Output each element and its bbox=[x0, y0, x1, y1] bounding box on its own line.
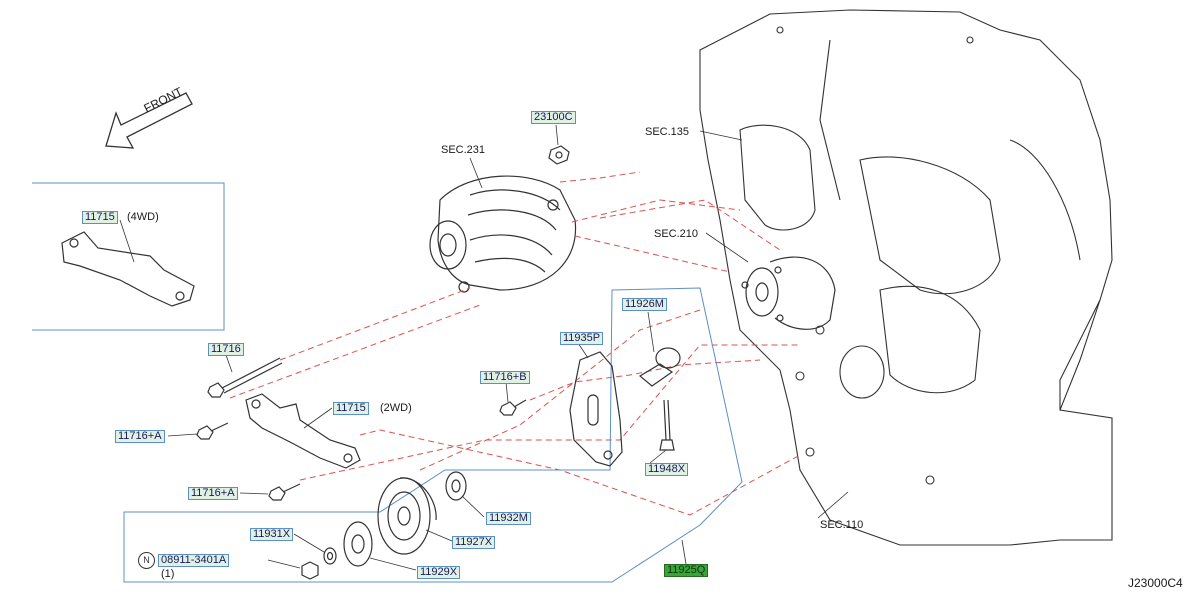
bolt-11716-drawing bbox=[207, 357, 283, 398]
bolt-11948X-drawing bbox=[659, 399, 675, 451]
part-11935P-label[interactable]: 11935P bbox=[560, 332, 604, 345]
part-11715-2wd-label[interactable]: 11715 bbox=[333, 402, 369, 415]
cover-11929X-drawing bbox=[343, 521, 373, 567]
bolt-11716A-1-drawing bbox=[196, 422, 229, 440]
part-23100C-label[interactable]: 23100C bbox=[531, 111, 576, 124]
front-arrow-icon bbox=[105, 92, 193, 149]
bolt-11716A-2-drawing bbox=[268, 483, 301, 501]
tensioner-assembly-outline bbox=[123, 287, 743, 583]
leader-11715-4wd bbox=[119, 219, 135, 263]
leader-sec135 bbox=[699, 130, 743, 141]
leader-11716B bbox=[505, 381, 509, 403]
leader-11925Q bbox=[681, 539, 687, 565]
part-11931X-label[interactable]: 11931X bbox=[250, 528, 294, 541]
inset-box-4wd bbox=[32, 182, 225, 331]
leader-11716A-2 bbox=[239, 492, 269, 495]
leader-11948X bbox=[649, 449, 667, 464]
alternator-drawing bbox=[429, 175, 577, 293]
part-11716B-label[interactable]: 11716+B bbox=[480, 371, 530, 384]
part-11932M-label[interactable]: 11932M bbox=[486, 512, 531, 525]
leader-11926M bbox=[647, 311, 655, 353]
part-11716-label[interactable]: 11716 bbox=[208, 343, 244, 356]
note-4wd: (4WD) bbox=[127, 211, 159, 223]
phantom-lines bbox=[229, 171, 801, 516]
leader-sec231 bbox=[469, 157, 483, 189]
part-11929X-label[interactable]: 11929X bbox=[417, 566, 461, 579]
diagram-id: J23000C4 bbox=[1128, 576, 1183, 590]
part-11948X-label[interactable]: 11948X bbox=[645, 463, 689, 476]
leader-11932M bbox=[461, 495, 485, 518]
leader-11935P bbox=[577, 342, 589, 359]
sec135-label: SEC.135 bbox=[645, 126, 690, 138]
bracket-11715-2wd-drawing bbox=[245, 393, 361, 469]
quantity-note: (1) bbox=[161, 568, 175, 580]
leader-08911 bbox=[267, 559, 301, 569]
engine-cover-drawing bbox=[699, 9, 1113, 546]
bracket-11715-4wd-drawing bbox=[61, 231, 195, 307]
sec231-label: SEC.231 bbox=[441, 144, 486, 156]
leader-11715-2wd bbox=[303, 407, 333, 429]
spacer-11926M-drawing bbox=[638, 347, 681, 387]
leader-sec110 bbox=[817, 491, 849, 519]
water-pump-drawing bbox=[741, 256, 836, 330]
leader-23100C bbox=[555, 124, 559, 146]
part-11715-4wd-label[interactable]: 11715 bbox=[82, 211, 118, 224]
leader-sec210 bbox=[705, 232, 749, 263]
sec110-label: SEC.110 bbox=[820, 519, 864, 531]
sec210-label: SEC.210 bbox=[654, 228, 699, 240]
note-2wd: (2WD) bbox=[380, 402, 412, 414]
bolt-11716B-drawing bbox=[499, 399, 527, 416]
bracket-11935P-drawing bbox=[569, 351, 623, 467]
part-11927X-label[interactable]: 11927X bbox=[452, 536, 496, 549]
part-11716A-2-label[interactable]: 11716+A bbox=[188, 487, 238, 500]
part-11925Q-label[interactable]: 11925Q bbox=[664, 564, 709, 577]
part-11926M-label[interactable]: 11926M bbox=[622, 298, 667, 311]
leader-11716 bbox=[225, 354, 233, 373]
washer-11932M-drawing bbox=[445, 471, 467, 501]
nut-23100C-drawing bbox=[548, 145, 570, 165]
leader-11927X bbox=[425, 529, 453, 542]
washer-11931X-drawing bbox=[323, 547, 337, 565]
part-11716A-1-label[interactable]: 11716+A bbox=[115, 430, 165, 443]
leader-11716A-1 bbox=[167, 433, 198, 437]
leader-11929X bbox=[369, 557, 417, 571]
n-symbol-icon: N bbox=[138, 552, 155, 569]
leader-11931X bbox=[293, 533, 325, 553]
pulley-11927X-drawing bbox=[377, 477, 437, 555]
part-08911-label[interactable]: 08911-3401A bbox=[158, 554, 230, 567]
nut-08911-drawing bbox=[301, 561, 319, 580]
